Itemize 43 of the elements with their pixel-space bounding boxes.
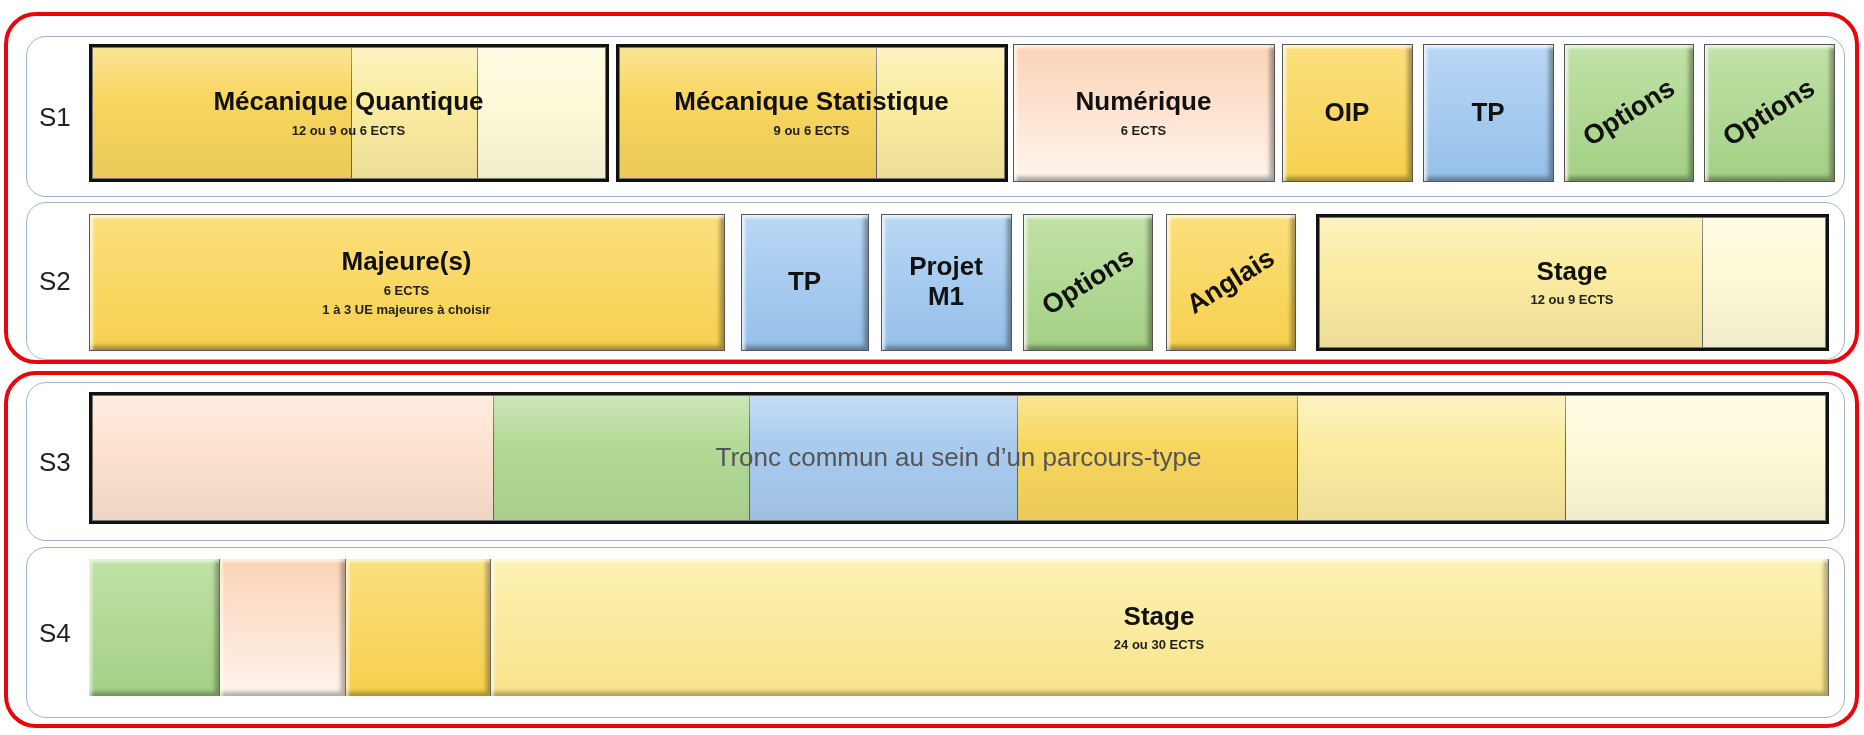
semester-row	[26, 382, 1845, 541]
course-block	[88, 43, 609, 182]
semester-group-frame	[4, 12, 1859, 364]
semester-row	[26, 36, 1845, 197]
course-block	[1703, 43, 1835, 182]
course-block	[1563, 43, 1694, 182]
semester-group-frame	[4, 371, 1859, 728]
course-segment	[88, 558, 220, 696]
course-block	[1281, 43, 1413, 182]
course-segment	[219, 558, 346, 696]
course-block	[1012, 43, 1275, 182]
course-title: Numérique	[1075, 87, 1212, 117]
course-block	[880, 213, 1012, 351]
course-title: Projet M1	[908, 252, 984, 312]
semester-label: S3	[39, 446, 71, 477]
semester-label: S2	[39, 265, 71, 297]
credit-text: 12 ou 9 ECTS	[1530, 292, 1614, 308]
course-title: Stage	[1123, 601, 1195, 632]
course-block	[615, 43, 1008, 182]
semester-label: S1	[39, 101, 71, 132]
course-block	[1422, 43, 1554, 182]
credit-text: 24 ou 30 ECTS	[1113, 637, 1205, 653]
course-title: OIP	[1324, 97, 1370, 128]
semester-row	[26, 547, 1845, 718]
course-title: Majeure(s)	[341, 247, 472, 277]
course-block	[88, 558, 1829, 696]
course-block	[1165, 213, 1296, 351]
course-segment	[490, 558, 1829, 696]
credit-text: 6 ECTS	[1120, 122, 1167, 138]
course-segment	[345, 558, 491, 696]
credit-text: 1 à 3 UE majeures à choisir	[322, 301, 491, 317]
course-block	[1022, 213, 1153, 351]
credit-text: 6 ECTS	[383, 282, 430, 298]
course-block	[1315, 213, 1829, 351]
semester-label: S4	[39, 617, 71, 648]
semester-row	[26, 202, 1845, 360]
course-title: TP	[1471, 97, 1505, 128]
course-block	[88, 391, 1829, 524]
credit-text: 9 ou 6 ECTS	[773, 122, 850, 138]
course-title: TP	[787, 267, 822, 297]
course-block	[740, 213, 869, 351]
course-title: Stage	[1536, 256, 1608, 287]
course-block	[88, 213, 725, 351]
